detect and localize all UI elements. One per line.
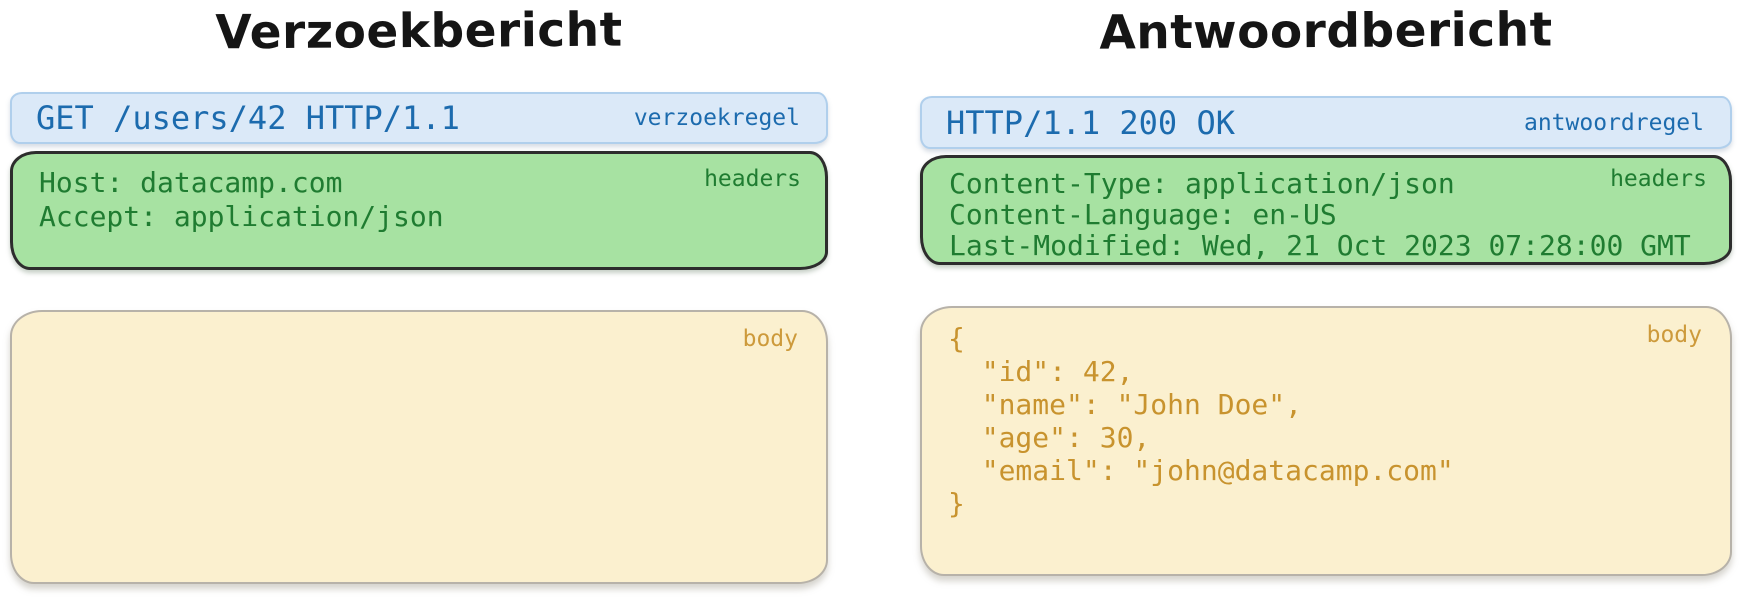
request-body-label: body: [742, 326, 798, 352]
response-body-line: {: [948, 322, 965, 355]
request-body-box: body: [10, 310, 828, 584]
response-headers-box: Content-Type: application/json Content-L…: [920, 155, 1732, 265]
request-line-box: GET /users/42 HTTP/1.1 verzoekregel: [10, 92, 828, 144]
response-body-box: { "id": 42, "name": "John Doe", "age": 3…: [920, 306, 1732, 576]
response-header-line: Last-Modified: Wed, 21 Oct 2023 07:28:00…: [949, 229, 1691, 262]
response-headers-label: headers: [1610, 166, 1707, 192]
response-header-line: Content-Type: application/json: [949, 167, 1455, 200]
request-header-line: Host: datacamp.com: [39, 166, 343, 199]
request-title: Verzoekbericht: [215, 2, 623, 61]
response-message-panel: Antwoordbericht HTTP/1.1 200 OK antwoord…: [920, 0, 1732, 608]
status-line-label: antwoordregel: [1523, 109, 1704, 136]
response-title: Antwoordbericht: [1099, 2, 1553, 61]
request-line-text: GET /users/42 HTTP/1.1: [36, 99, 460, 137]
response-body-line: "age": 30,: [948, 421, 1151, 454]
response-header-line: Content-Language: en-US: [949, 198, 1337, 231]
response-body-line: "id": 42,: [948, 355, 1134, 388]
response-body-line: "name": "John Doe",: [948, 388, 1303, 421]
request-message-panel: Verzoekbericht GET /users/42 HTTP/1.1 ve…: [10, 0, 828, 608]
response-body-line: }: [948, 487, 965, 520]
status-line-text: HTTP/1.1 200 OK: [946, 103, 1235, 142]
response-body-line: "email": "john@datacamp.com": [948, 454, 1454, 487]
request-headers-label: headers: [704, 166, 801, 192]
request-headers-box: Host: datacamp.com Accept: application/j…: [10, 151, 828, 270]
request-line-label: verzoekregel: [633, 105, 800, 131]
request-header-line: Accept: application/json: [39, 200, 444, 233]
status-line-box: HTTP/1.1 200 OK antwoordregel: [920, 96, 1732, 149]
response-body-label: body: [1646, 322, 1702, 348]
